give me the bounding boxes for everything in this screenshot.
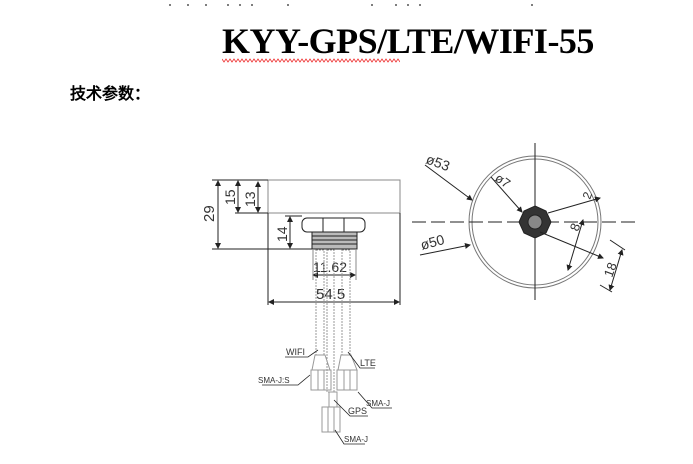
label-wifi: WIFI	[286, 347, 305, 357]
label-sma-j-lte: SMA-J	[366, 399, 390, 408]
dim-15: 15	[222, 189, 238, 205]
section-heading: 技术参数：	[70, 84, 151, 103]
cables	[310, 249, 358, 433]
dim-dia-7: ø7	[492, 170, 513, 191]
cable-leaders	[262, 349, 392, 445]
side-view	[212, 179, 401, 305]
dim-29: 29	[201, 205, 218, 222]
dim-14: 14	[274, 226, 290, 242]
dim-2: 2	[580, 190, 596, 201]
dim-8: 8	[567, 221, 584, 233]
dim-11-62: 11.62	[313, 259, 347, 275]
dim-dia-53: ø53	[424, 151, 452, 174]
header-dots	[169, 4, 533, 6]
dim-18: 18	[601, 260, 620, 279]
top-view	[412, 143, 640, 300]
dim-13: 13	[242, 191, 258, 207]
label-sma-j-s: SMA-J:S	[258, 376, 290, 385]
spellcheck-underline	[222, 58, 400, 63]
label-lte: LTE	[360, 358, 376, 368]
label-gps: GPS	[348, 406, 367, 416]
label-sma-j-gps: SMA-J	[344, 435, 368, 444]
dim-dia-50: ø50	[419, 231, 447, 253]
dim-54-5: 54.5	[316, 286, 345, 303]
product-title: KYY-GPS/LTE/WIFI-55	[222, 21, 594, 61]
